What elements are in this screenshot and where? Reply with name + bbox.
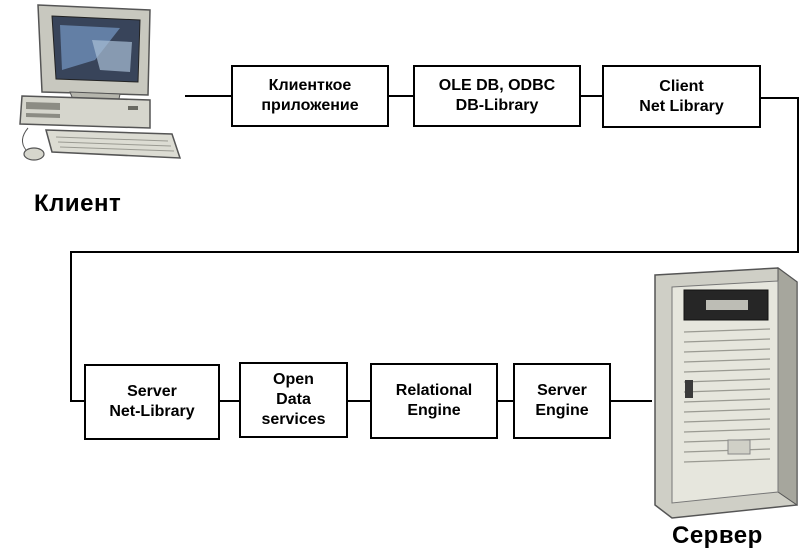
node-label-line: services — [261, 411, 326, 428]
node-label-line: Net-Library — [109, 403, 195, 420]
node-label-line: DB-Library — [455, 97, 539, 114]
node-label-line: Data — [276, 391, 311, 408]
server-caption: Сервер — [672, 522, 763, 549]
connector-lines — [70, 95, 799, 402]
node-label-line: приложение — [261, 97, 359, 114]
node-label-line: Engine — [535, 402, 589, 419]
node-label-line: Engine — [407, 402, 461, 419]
node-client-application: Клиенткое приложение — [231, 65, 389, 127]
connector-client-net-to-server-net — [70, 97, 799, 402]
node-label-line: Server — [127, 383, 177, 400]
node-label-line: OLE DB, ODBC — [438, 77, 556, 94]
node-label-line: Клиенткое — [268, 77, 352, 94]
node-client-net-library: Client Net Library — [602, 65, 761, 128]
node-label-line: Client — [659, 77, 704, 95]
node-relational-engine: Relational Engine — [370, 363, 498, 439]
node-label-line: Open — [273, 371, 314, 388]
client-caption: Клиент — [34, 190, 122, 217]
node-label-line: Relational — [395, 382, 473, 399]
node-label-line: Server — [537, 382, 587, 399]
server-tower-icon — [654, 267, 798, 519]
node-server-net-library: Server Net-Library — [84, 364, 220, 440]
node-server-engine: Server Engine — [513, 363, 611, 439]
desktop-computer-icon — [19, 4, 182, 161]
node-ole-db-odbc-db-library: OLE DB, ODBC DB-Library — [413, 65, 581, 127]
node-label-line: Net Library — [639, 97, 724, 115]
node-open-data-services: Open Data services — [239, 362, 348, 438]
